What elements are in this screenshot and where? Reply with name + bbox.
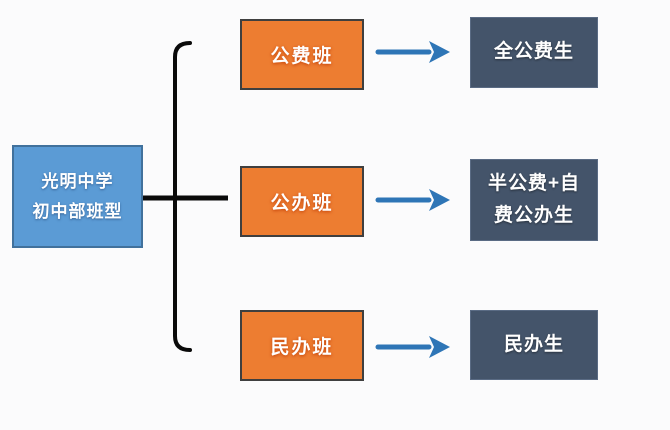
class-node-label: 公办班 <box>270 193 334 214</box>
root-node-school: 光明中学 初中部班型 <box>12 145 143 248</box>
class-node-label: 公费班 <box>270 46 334 67</box>
class-node-public-run: 公办班 <box>240 166 364 237</box>
result-node-full-public: 全公费生 <box>470 17 598 88</box>
arrow-icon <box>375 336 450 358</box>
result-node-line1: 民办生 <box>503 333 564 355</box>
result-node-line1: 全公费生 <box>493 41 574 63</box>
bracket-connector <box>173 41 192 352</box>
class-node-label: 民办班 <box>270 337 334 358</box>
result-node-private: 民办生 <box>470 310 598 380</box>
root-node-line2: 初中部班型 <box>32 201 123 221</box>
root-node-line1: 光明中学 <box>41 171 114 191</box>
arrow-icon <box>375 189 450 211</box>
class-node-private-run: 民办班 <box>240 310 364 381</box>
result-node-half-public: 半公费+自 费公办生 <box>470 159 598 241</box>
result-node-line2: 费公办生 <box>493 205 574 226</box>
arrow-icon <box>375 41 450 63</box>
class-node-public-funded: 公费班 <box>240 19 364 90</box>
result-node-line1: 半公费+自 <box>487 172 581 194</box>
